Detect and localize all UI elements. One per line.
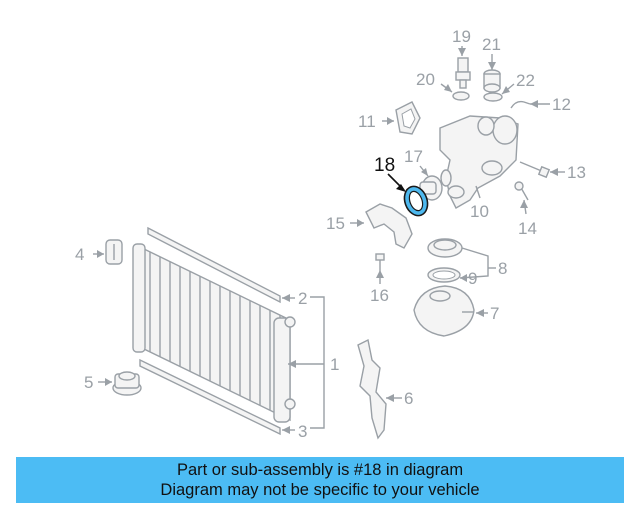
reservoir-cap (427, 238, 463, 258)
callout-6: 6 (404, 389, 413, 408)
housing-plug (483, 69, 501, 93)
rubber-mount (112, 371, 142, 396)
callout-8: 8 (498, 259, 507, 278)
thermostat (419, 169, 452, 201)
callout-17: 17 (404, 147, 423, 166)
parts-diagram: 1 2 3 4 5 6 7 8 9 10 11 12 13 14 15 16 1… (75, 27, 586, 441)
callout-9: 9 (468, 269, 477, 288)
banner-line-part-number: Part or sub-assembly is #18 in diagram (176, 461, 464, 479)
callout-16: 16 (370, 286, 389, 305)
info-banner: Part or sub-assembly is #18 in diagram D… (16, 457, 624, 503)
sensor-seal (452, 91, 470, 101)
thermostat-housing (439, 115, 519, 209)
air-duct-bracket (357, 338, 387, 440)
hose-clip (510, 100, 531, 109)
callout-13: 13 (567, 163, 586, 182)
callout-2: 2 (298, 289, 307, 308)
lower-bolt (514, 181, 529, 201)
callout-14: 14 (518, 219, 537, 238)
callout-21: 21 (482, 35, 501, 54)
leader-arrow-18 (396, 184, 406, 192)
callout-18-highlighted: 18 (374, 155, 395, 176)
callout-5: 5 (84, 373, 93, 392)
leader-arrowheads (97, 48, 558, 434)
callout-4: 4 (75, 245, 84, 264)
callout-15: 15 (326, 214, 345, 233)
upper-seal-strip (147, 226, 281, 304)
expansion-tank (413, 285, 475, 337)
lower-seal-strip (139, 358, 281, 436)
plug-o-ring (483, 92, 503, 102)
callout-7: 7 (490, 304, 499, 323)
radiator (132, 243, 296, 423)
mount-bracket (105, 239, 123, 265)
callout-20: 20 (416, 70, 435, 89)
banner-line-disclaimer: Diagram may not be specific to your vehi… (160, 481, 480, 499)
callout-22: 22 (516, 71, 535, 90)
temperature-sensor (455, 57, 471, 89)
callout-19: 19 (452, 27, 471, 46)
housing-bolt (519, 161, 551, 179)
callout-1: 1 (330, 355, 339, 374)
callout-11: 11 (358, 112, 376, 131)
coolant-hose-elbow (365, 203, 413, 249)
callout-12: 12 (552, 95, 571, 114)
callout-10: 10 (470, 202, 489, 221)
callout-3: 3 (298, 422, 307, 441)
thermostat-seal-highlighted[interactable] (401, 183, 432, 219)
